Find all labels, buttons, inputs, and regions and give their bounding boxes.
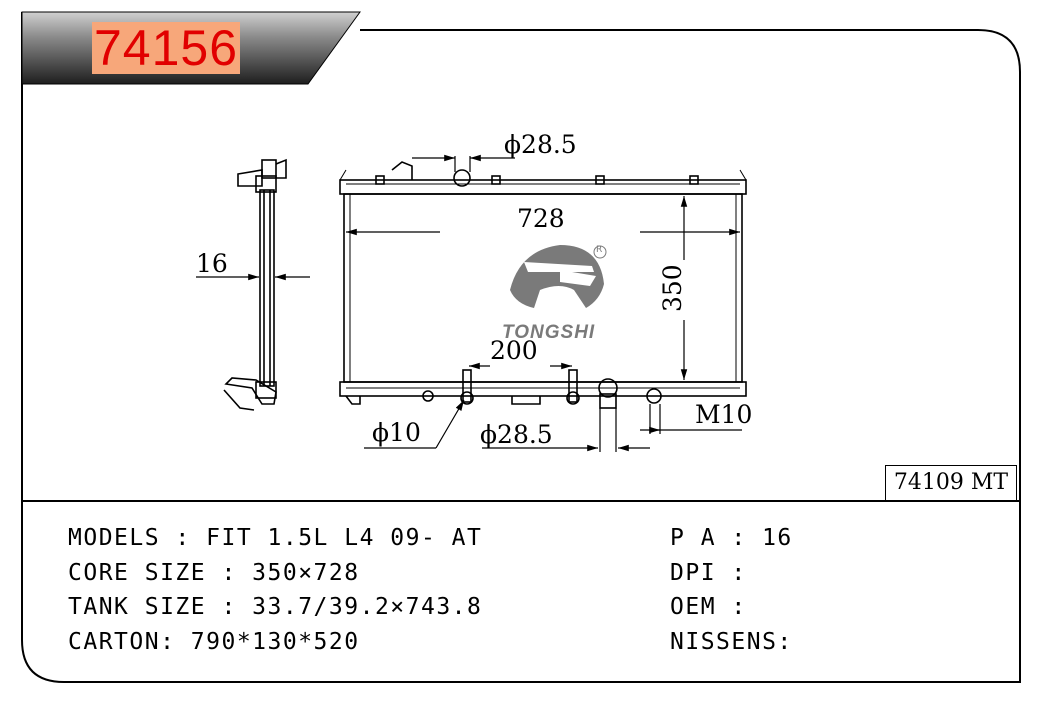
front-view [339, 161, 747, 409]
spec-pa: P A : 16 [670, 525, 793, 551]
spec-nissens: NISSENS: [670, 629, 793, 655]
spec-tank-size: TANK SIZE : 33.7/39.2×743.8 [68, 594, 483, 620]
dim-pin-label: ϕ10 [372, 418, 421, 447]
brand-name: TONGSHI [502, 322, 596, 343]
dim-width-label: 728 [517, 204, 565, 233]
part-number: 74156 [92, 20, 241, 76]
spec-core-size: CORE SIZE : 350×728 [68, 560, 360, 586]
spec-carton: CARTON: 790*130*520 [68, 629, 360, 655]
spec-models: MODELS : FIT 1.5L L4 09- AT [68, 525, 483, 551]
brand-logo [510, 245, 607, 308]
dim-bracket-spacing-label: 200 [490, 336, 538, 365]
dim-top-pipe-label: ϕ28.5 [504, 130, 577, 159]
dim-bottom-pipe-label: ϕ28.5 [480, 420, 553, 449]
dimension-lines [346, 154, 742, 452]
dim-thickness-label: 16 [196, 249, 228, 278]
spec-oem: OEM : [670, 594, 747, 620]
outer-frame [21, 12, 1021, 683]
spec-dpi: DPI : [670, 560, 747, 586]
registered-mark: R [596, 245, 603, 255]
side-view [223, 158, 287, 411]
dim-height-label: 350 [658, 264, 687, 312]
reference-code-box: 74109 MT [885, 465, 1017, 501]
dim-thread-label: M10 [695, 400, 753, 429]
